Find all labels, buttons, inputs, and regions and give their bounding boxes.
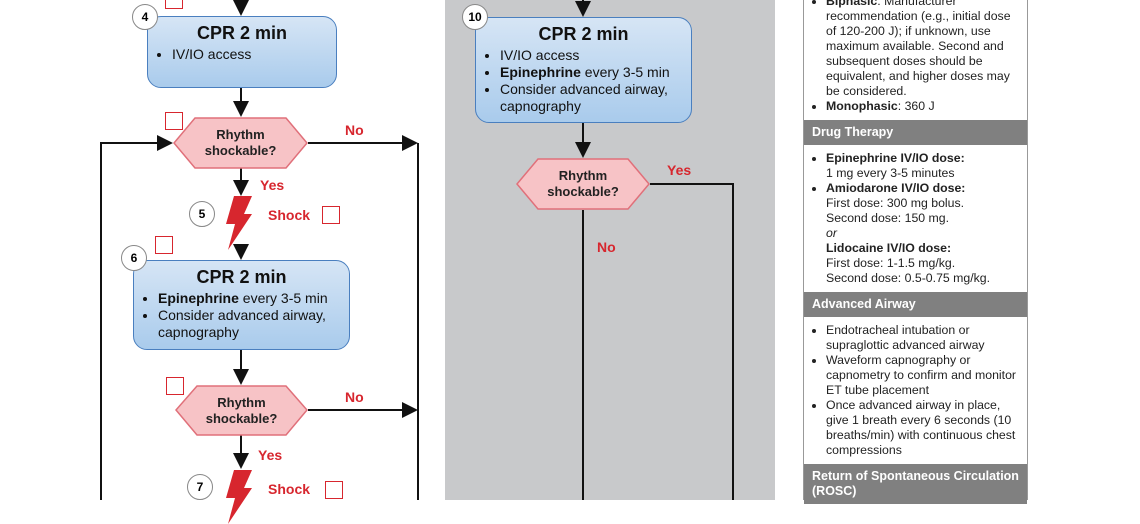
no-label: No bbox=[597, 239, 616, 255]
box-item: IV/IO access bbox=[172, 46, 326, 63]
step-number: 6 bbox=[121, 245, 147, 271]
step-number: 7 bbox=[187, 474, 213, 500]
no-label: No bbox=[345, 122, 364, 138]
step-6-cpr-box: CPR 2 min Epinephrine every 3-5 min Cons… bbox=[133, 260, 350, 350]
reference-panel: Biphasic: Manufacturer recommendation (e… bbox=[803, 0, 1028, 504]
decision-text: shockable? bbox=[547, 184, 619, 199]
decision-text: Rhythm bbox=[216, 127, 265, 142]
box-item: Consider advanced airway, capnography bbox=[500, 81, 681, 115]
shock-label: Shock bbox=[268, 207, 311, 223]
decision-text: shockable? bbox=[205, 410, 278, 426]
no-label: No bbox=[345, 389, 364, 405]
box-item: IV/IO access bbox=[500, 47, 681, 64]
section-header-drug-therapy: Drug Therapy bbox=[804, 120, 1027, 145]
step-number: 5 bbox=[189, 201, 215, 227]
shock-lightning-icon bbox=[226, 196, 252, 250]
flow-connectors bbox=[100, 0, 734, 500]
yes-label: Yes bbox=[258, 447, 283, 463]
yes-label: Yes bbox=[667, 162, 692, 178]
checkbox[interactable] bbox=[166, 377, 184, 395]
box-title: CPR 2 min bbox=[196, 23, 288, 43]
list-item: Endotracheal intubation or supraglottic … bbox=[826, 323, 1021, 353]
list-item: Epinephrine IV/IO dose:1 mg every 3-5 mi… bbox=[826, 151, 1021, 181]
checkbox[interactable] bbox=[155, 236, 173, 254]
box-item: Consider advanced airway, capnography bbox=[158, 307, 339, 341]
list-item: Waveform capnography or capnometry to co… bbox=[826, 353, 1021, 398]
checkbox[interactable] bbox=[325, 481, 343, 499]
drug-therapy-section: Epinephrine IV/IO dose:1 mg every 3-5 mi… bbox=[804, 145, 1027, 292]
shock-lightning-icon bbox=[226, 470, 252, 524]
section-header-rosc: Return of Spontaneous Circulation (ROSC) bbox=[804, 464, 1027, 504]
list-item: Monophasic: 360 J bbox=[826, 99, 1021, 114]
list-item: Once advanced airway in place, give 1 br… bbox=[826, 398, 1021, 458]
list-item: Amiodarone IV/IO dose:First dose: 300 mg… bbox=[826, 181, 1021, 286]
list-item: Biphasic: Manufacturer recommendation (e… bbox=[826, 0, 1021, 99]
decision-text: Rhythm bbox=[217, 394, 266, 410]
checkbox[interactable] bbox=[165, 112, 183, 130]
box-title: CPR 2 min bbox=[196, 267, 287, 287]
shock-energy-section: Biphasic: Manufacturer recommendation (e… bbox=[804, 0, 1027, 120]
checkbox[interactable] bbox=[165, 0, 183, 9]
yes-label: Yes bbox=[260, 177, 285, 193]
decision-text: Rhythm bbox=[558, 168, 608, 183]
step-number: 10 bbox=[462, 4, 488, 30]
step-4-cpr-box: CPR 2 min IV/IO access bbox=[147, 16, 337, 88]
box-title: CPR 2 min bbox=[538, 24, 629, 44]
section-header-advanced-airway: Advanced Airway bbox=[804, 292, 1027, 317]
step-10-cpr-box: CPR 2 min IV/IO access Epinephrine every… bbox=[475, 17, 692, 123]
checkbox[interactable] bbox=[322, 206, 340, 224]
box-item: Epinephrine every 3-5 min bbox=[158, 290, 339, 307]
decision-text: shockable? bbox=[204, 143, 277, 158]
shock-label: Shock bbox=[268, 481, 311, 497]
step-number: 4 bbox=[132, 4, 158, 30]
box-item: Epinephrine every 3-5 min bbox=[500, 64, 681, 81]
advanced-airway-section: Endotracheal intubation or supraglottic … bbox=[804, 317, 1027, 464]
